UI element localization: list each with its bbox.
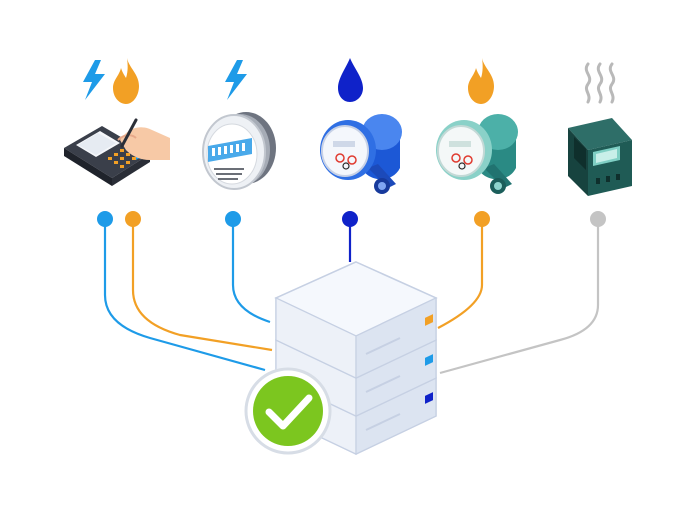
server-led-blue [425,392,433,404]
water-meter [320,114,402,194]
check-icon [265,394,313,430]
line-gas-handheld [131,220,273,352]
server-led-orange [425,314,433,326]
dot-water [342,211,358,227]
connection-lines [103,220,600,375]
heat-waves-icon [584,62,616,104]
line-heat-meter [439,220,600,375]
dot-heat [590,211,606,227]
gas-meter [436,114,518,194]
flame-icon [113,58,139,104]
line-electric-handheld [103,220,266,372]
dot-electric-1 [97,211,113,227]
electricity-meter [202,112,276,190]
dot-gas-1 [125,211,141,227]
check-badge [244,367,332,455]
handheld-meter-reader [64,118,170,186]
lightning-icon [83,60,105,100]
line-gas-meter [437,220,484,329]
flame-icon [468,58,494,104]
lightning-icon [225,60,247,100]
dot-gas-2 [474,211,490,227]
line-electric-meter [231,220,271,324]
dot-electric-2 [225,211,241,227]
server-led-lightblue [425,354,433,366]
heat-meter-box [568,118,632,196]
water-drop-icon [338,58,363,102]
connector-dots [97,211,606,227]
stylus [120,118,138,148]
